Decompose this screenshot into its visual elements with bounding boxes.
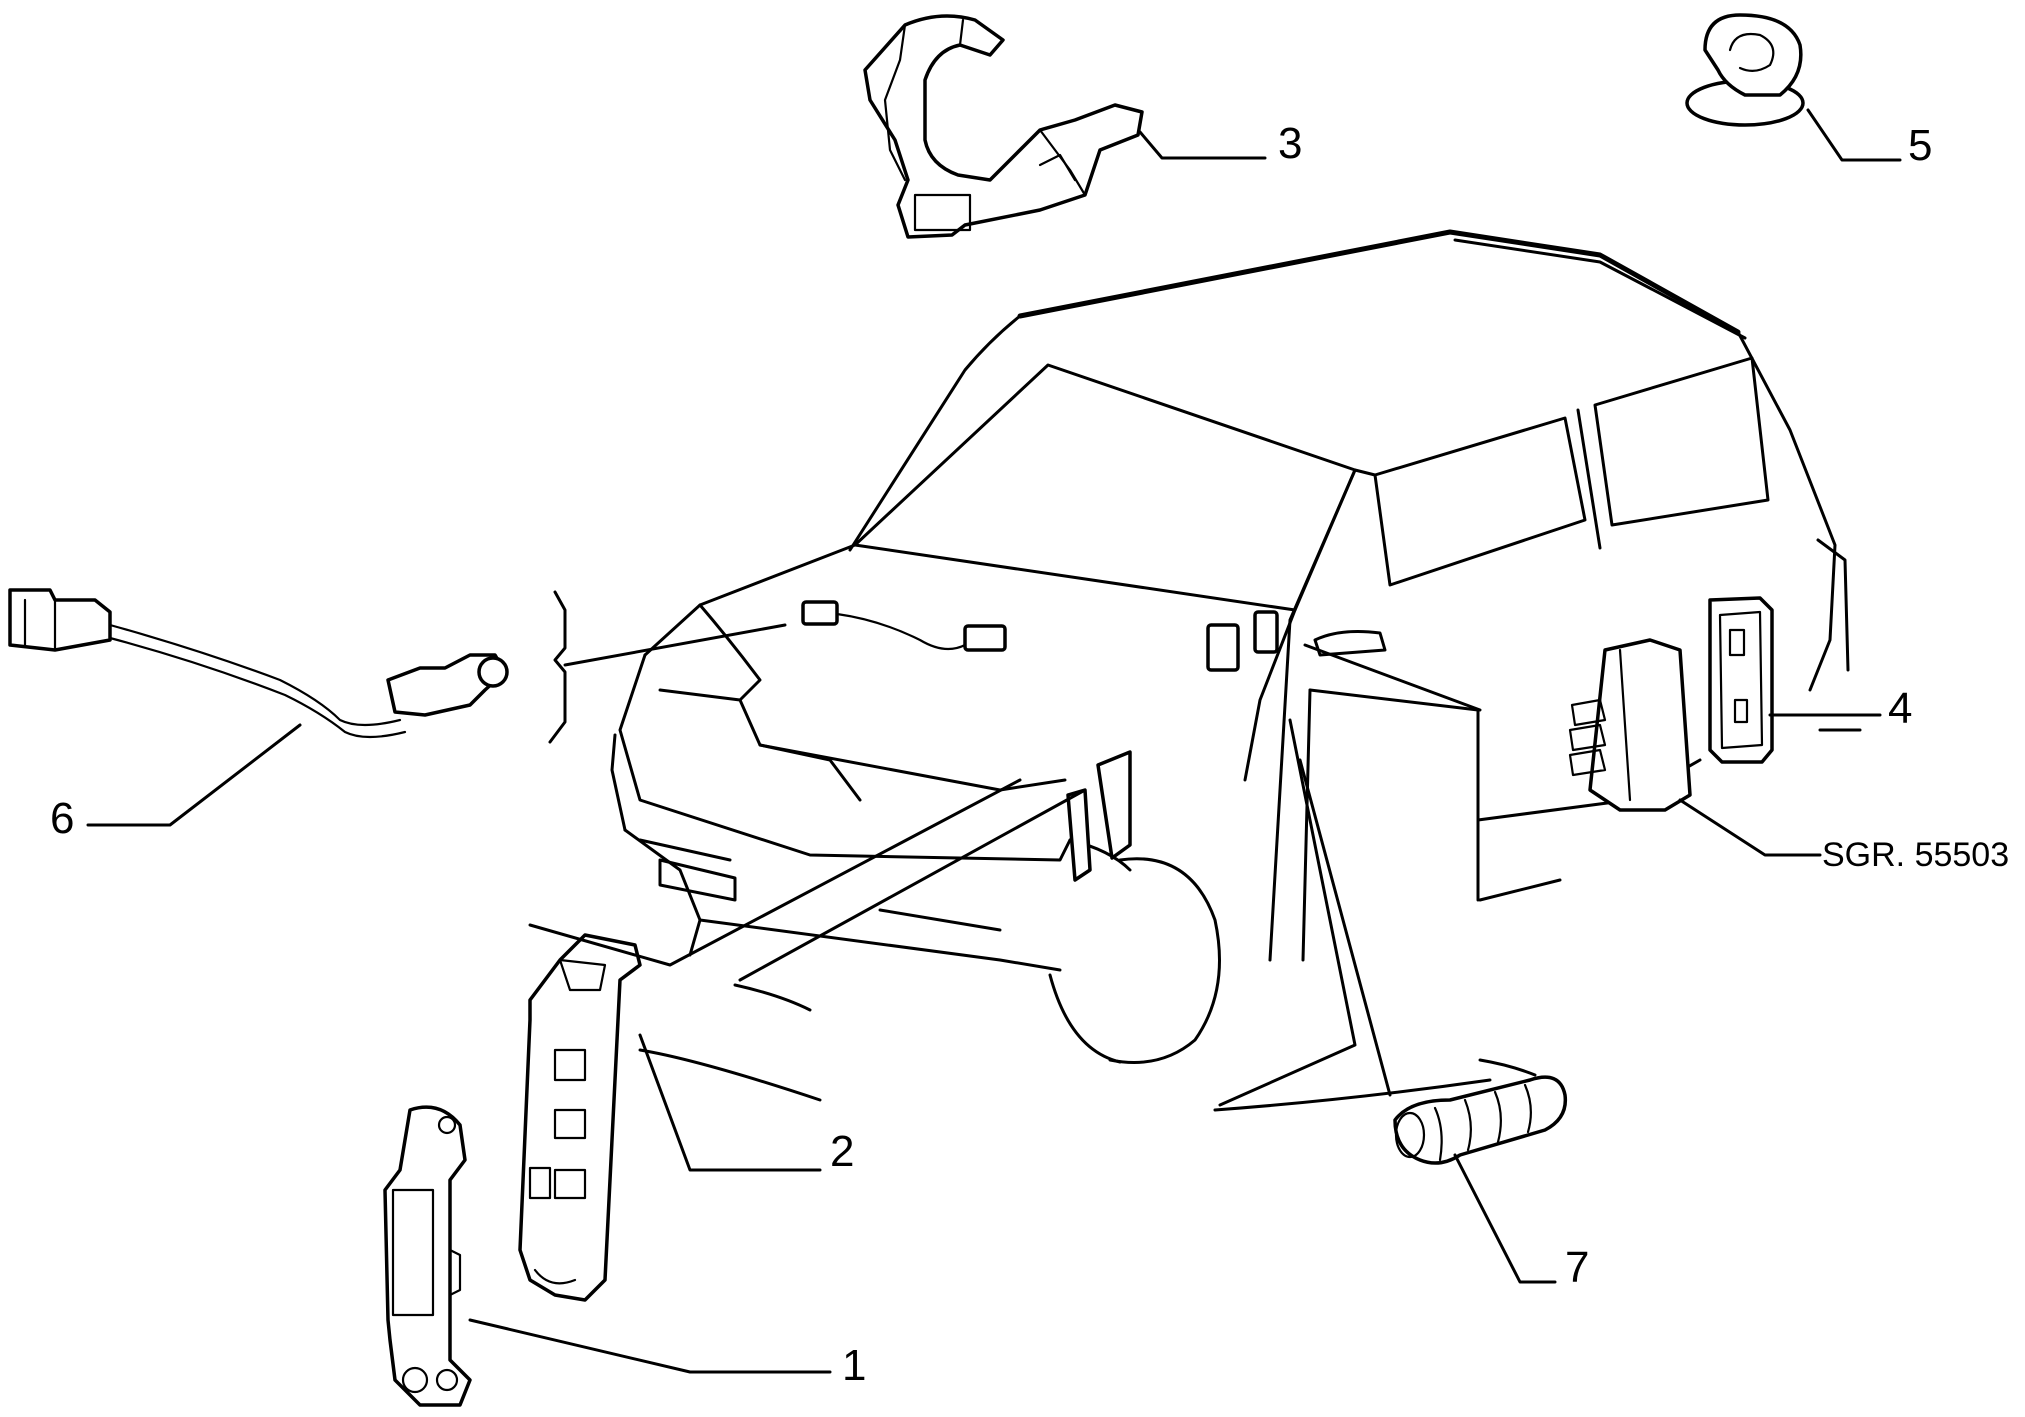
part-5-push-clip	[1685, 13, 1805, 127]
part-2-bracket	[518, 933, 642, 1302]
callout-4: 4	[1888, 684, 1912, 733]
part-3-wire-clip	[863, 14, 1144, 239]
leader-5	[1806, 108, 1902, 162]
leader-bracket-b	[738, 788, 1087, 982]
part-4-connector	[1708, 596, 1774, 764]
leader-2	[638, 1033, 822, 1172]
harness-on-car	[801, 600, 1007, 652]
leader-lines	[86, 108, 1902, 1374]
leader-7-to-car	[1218, 718, 1357, 1107]
connector-on-pillar	[1206, 610, 1279, 672]
callout-3: 3	[1278, 119, 1302, 168]
leader-7	[1453, 1153, 1557, 1284]
leader-1	[468, 1318, 832, 1374]
reference-code: SGR. 55503	[1822, 836, 2009, 874]
leader-7-to-car-b	[1298, 758, 1392, 1097]
callout-1: 1	[842, 1341, 866, 1390]
sgr-connector	[1568, 638, 1692, 812]
callout-7: 7	[1565, 1243, 1589, 1292]
leader-3	[1138, 130, 1267, 160]
group-brace	[548, 590, 567, 744]
leader-bracket-a	[528, 778, 1022, 967]
part-7-grommet	[1393, 1075, 1568, 1165]
leader-6-to-car	[563, 623, 787, 667]
part-6-wiring-harness	[8, 588, 509, 739]
leader-6	[86, 723, 302, 827]
part-1-sensor	[383, 1105, 472, 1407]
callout-5: 5	[1908, 121, 1932, 170]
leader-4-to-car	[1303, 643, 1482, 712]
callout-6: 6	[50, 794, 74, 843]
callout-2: 2	[830, 1127, 854, 1176]
leader-sgr	[1678, 798, 1822, 857]
